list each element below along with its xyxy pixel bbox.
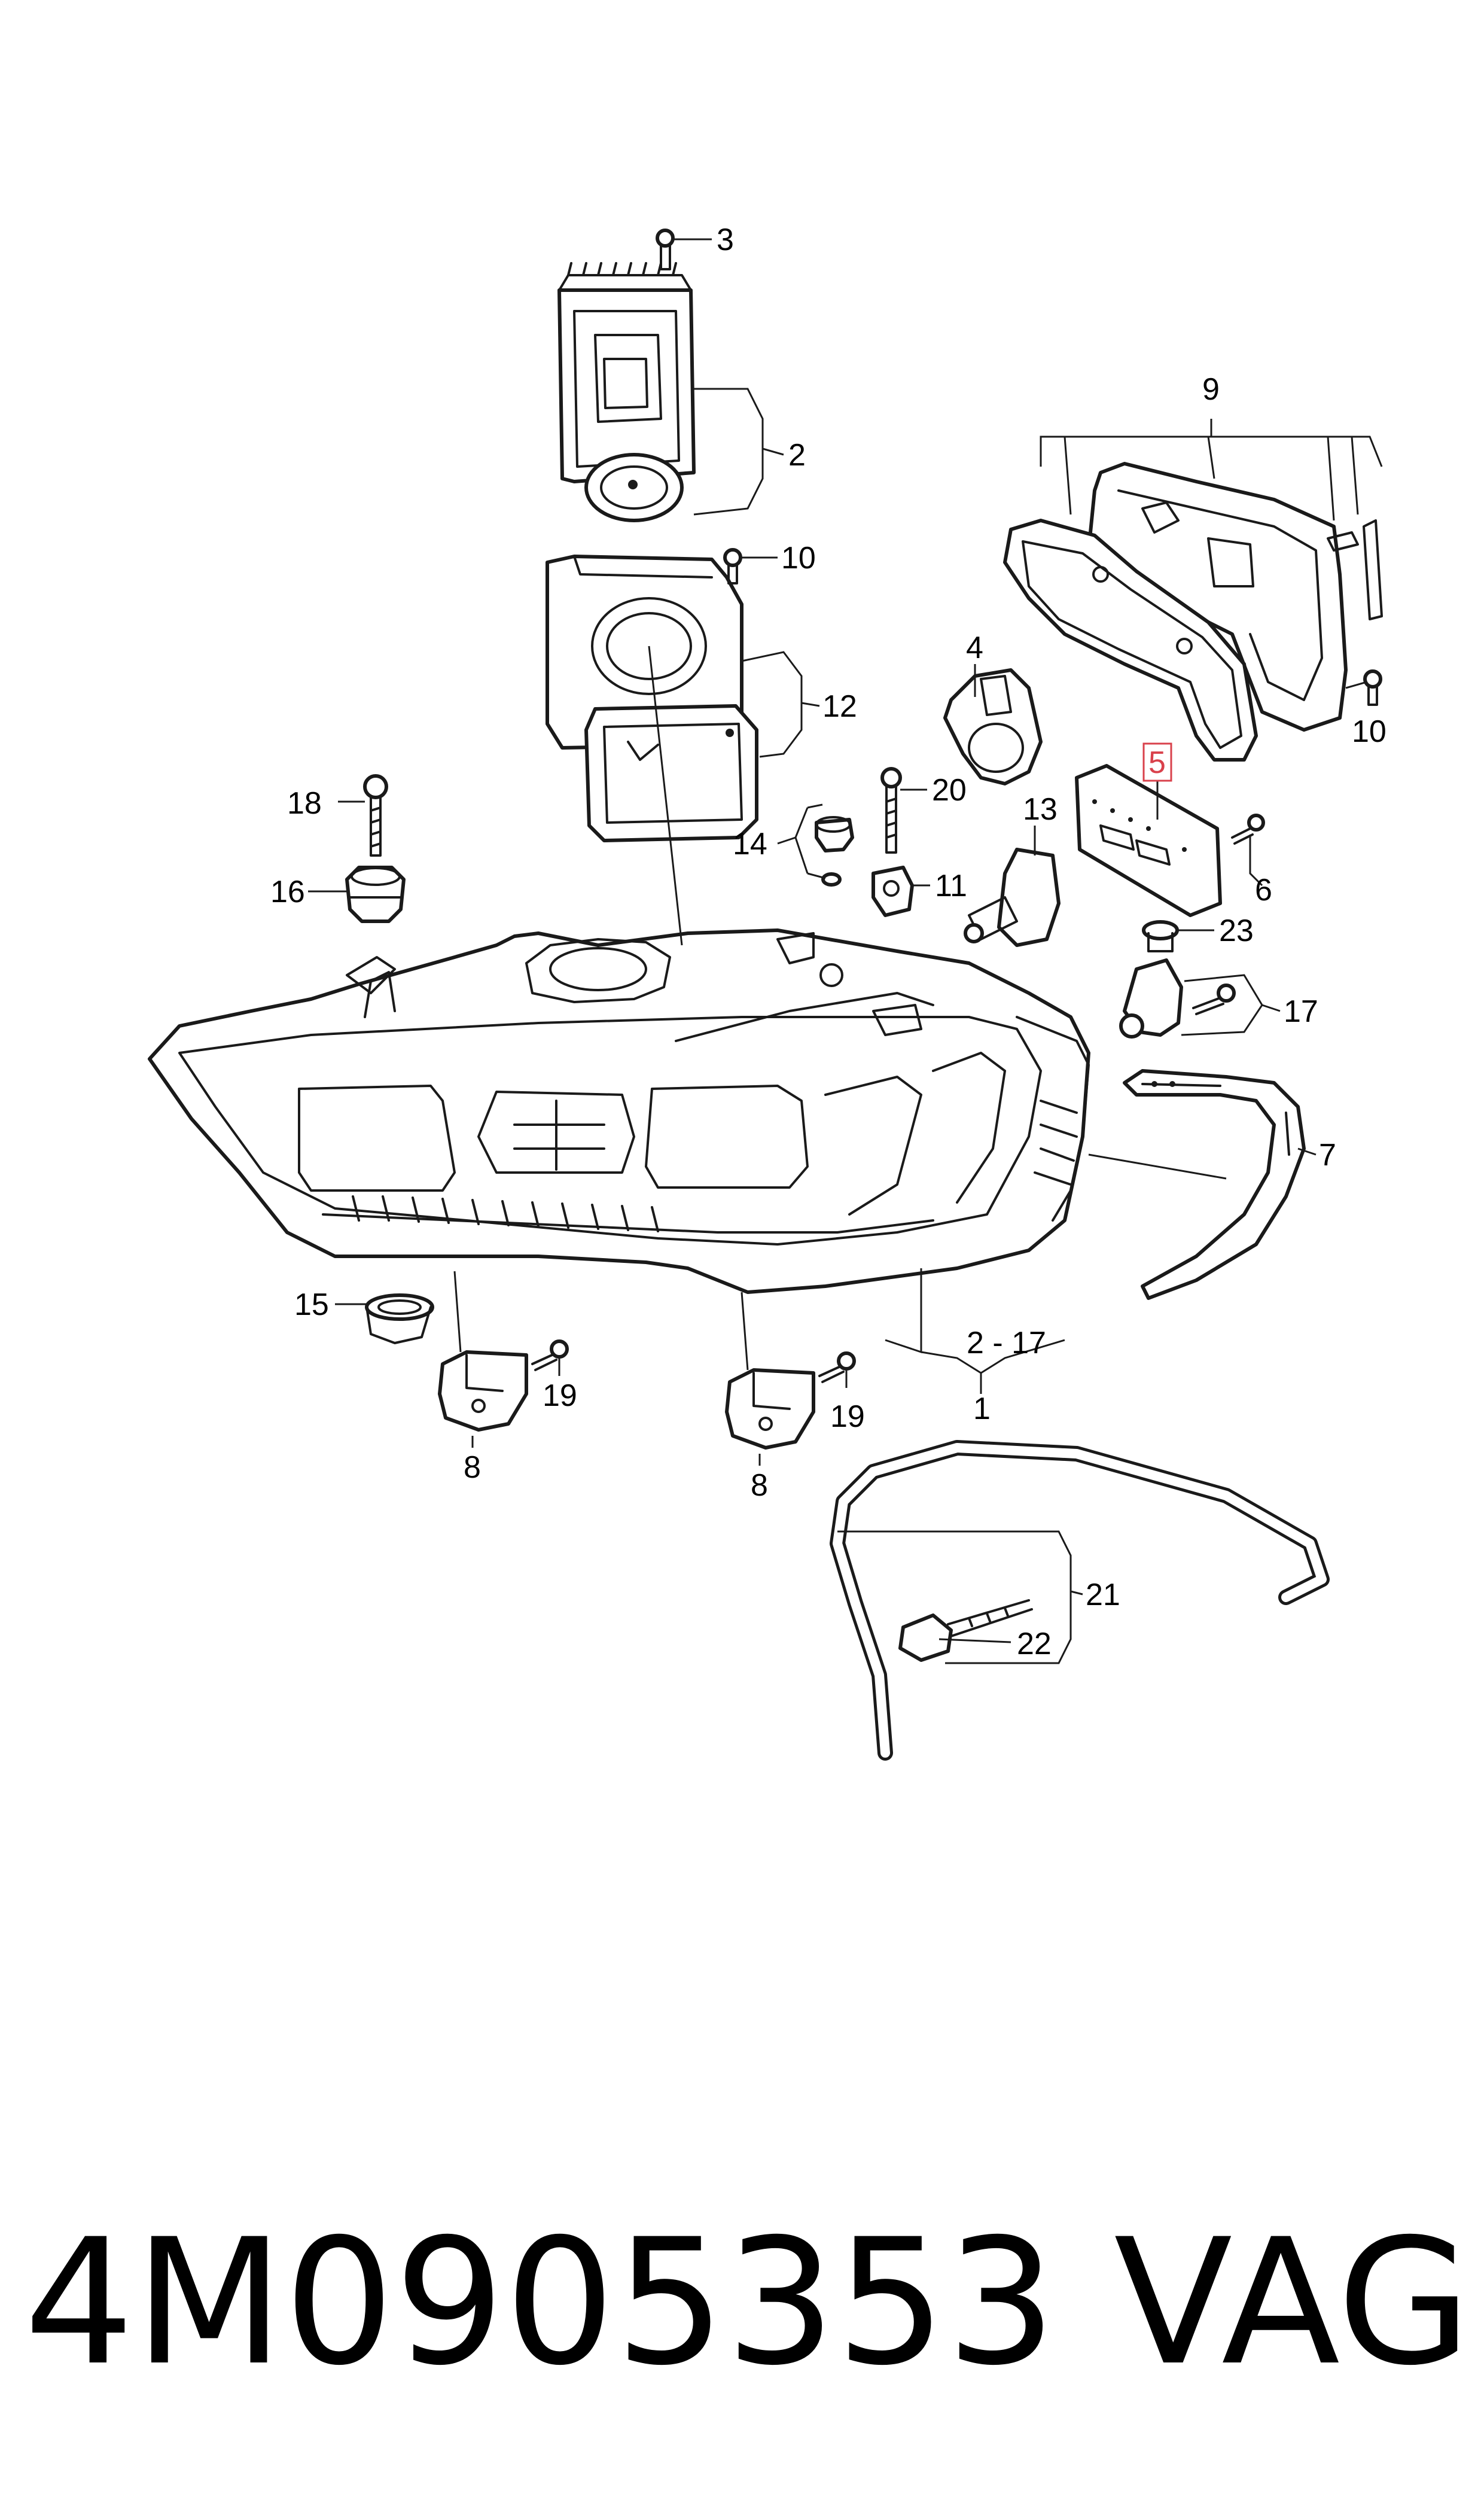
bracket-8-right [725,1368,815,1450]
callout-13: 13 [1023,792,1058,827]
actuator-17 [1119,958,1236,1039]
clip-22 [898,1599,1033,1662]
caption: 4M0905353 VAG [24,2208,1471,2399]
headlight-housing [148,928,1090,1294]
callout-23: 23 [1219,914,1254,948]
cap-23 [1142,920,1179,952]
callout-12: 12 [822,689,857,724]
connector-11 [871,866,914,917]
bulb-13 [964,848,1061,947]
callout-1: 1 [973,1392,991,1426]
callout-8-left: 8 [464,1450,481,1485]
callout-17: 17 [1284,994,1318,1029]
screw-18 [363,774,388,857]
screw-10-upper [723,548,742,584]
leveling-motor [943,668,1043,785]
callout-20: 20 [932,773,967,808]
callout-16: 16 [270,875,305,909]
callout-18: 18 [287,786,322,821]
callout-3: 3 [717,223,734,257]
callout-22: 22 [1017,1627,1052,1661]
grommet-16 [345,866,406,923]
control-unit-module [557,262,696,522]
callout-14: 14 [733,827,767,861]
callout-5: 5 [1148,745,1166,780]
callout-2-17: 2 - 17 [967,1326,1046,1360]
callout-15: 15 [294,1287,329,1322]
leader-lines [308,238,1383,1664]
callout-7: 7 [1319,1138,1336,1173]
callout-10-right: 10 [1352,714,1387,749]
bracket-8-left [438,1350,528,1432]
callout-9: 9 [1202,372,1220,407]
callout-6: 6 [1255,873,1272,908]
circuit-board [1075,764,1222,917]
callout-8-right: 8 [751,1468,768,1503]
callout-11: 11 [935,869,967,903]
callout-5-highlight-box [1142,742,1172,782]
lamp-carrier [546,555,758,842]
screw-19-right [818,1351,856,1383]
rear-cover [1003,462,1383,762]
part-number: 4M0905353 [24,2202,1057,2404]
brand-name: VAG [1114,2202,1471,2404]
callout-21: 21 [1086,1578,1120,1612]
screw-19-left [531,1339,569,1371]
cap-14 [815,816,854,887]
callout-4: 4 [966,631,983,665]
callout-labels: 3 2 10 12 9 10 5 6 4 13 14 20 11 18 16 2… [270,223,1387,1661]
callout-19-right: 19 [830,1399,865,1434]
seal-strip [1123,1069,1306,1300]
vent-hose [830,1440,1330,1761]
screw-10-right [1363,669,1382,706]
screw-6 [1231,814,1265,845]
screw-3 [656,229,675,270]
screw-20 [880,767,902,854]
callout-19-left: 19 [543,1378,577,1413]
callout-2: 2 [788,438,806,473]
callout-10-upper: 10 [781,541,816,576]
cap-15 [365,1293,434,1344]
